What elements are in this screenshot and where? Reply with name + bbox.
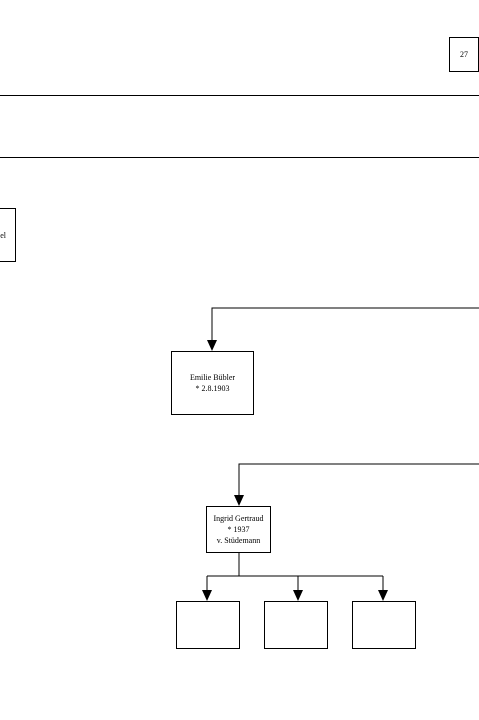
page-number: 27: [460, 50, 468, 59]
left-edge-box-text: el: [0, 230, 6, 240]
child-box-3: [352, 601, 416, 649]
emilie-birth: * 2.8.1903: [195, 384, 230, 393]
ingrid-name: Ingrid Gertraud: [213, 514, 264, 523]
ingrid-birth: * 1937: [227, 525, 250, 534]
arrow-to-emilie: [207, 340, 217, 351]
page-number-box: 27: [449, 37, 479, 72]
emilie-name: Emilie Bübler: [189, 373, 236, 382]
bottom-rule: [0, 157, 479, 158]
person-box-ingrid: Ingrid Gertraud * 1937 v. Stüdemann: [206, 506, 271, 553]
top-rule: [0, 95, 479, 96]
left-edge-box: el: [0, 208, 16, 262]
arrow-to-child-2: [293, 590, 303, 601]
child-box-1: [176, 601, 240, 649]
arrow-to-child-3: [378, 590, 388, 601]
ingrid-married: v. Stüdemann: [216, 536, 261, 545]
connector-ingrid-children: [206, 553, 384, 590]
arrow-to-child-1: [202, 590, 212, 601]
arrow-to-ingrid: [234, 495, 244, 506]
person-box-emilie: Emilie Bübler * 2.8.1903: [171, 351, 254, 415]
connector-to-emilie: [211, 307, 479, 340]
child-box-2: [264, 601, 328, 649]
connector-to-ingrid: [238, 463, 479, 495]
